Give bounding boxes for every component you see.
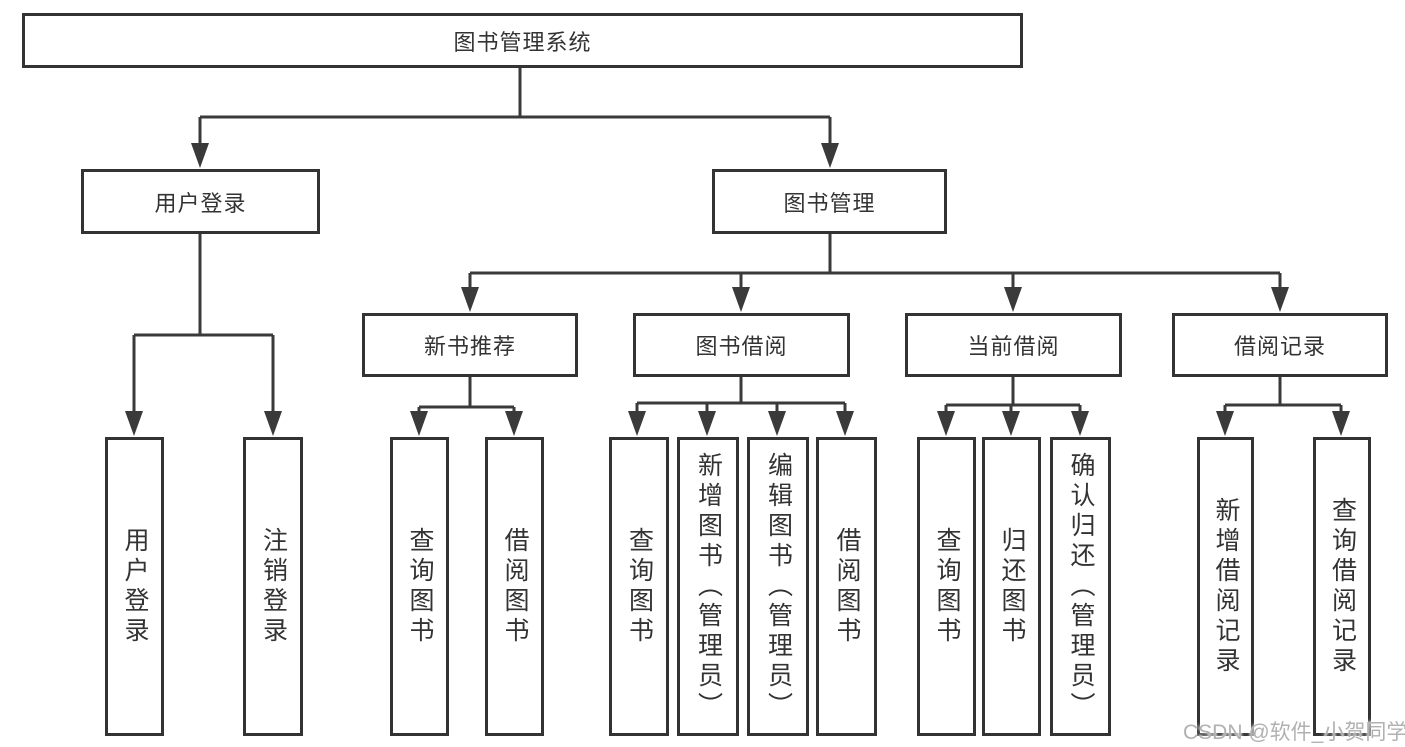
- node-borrow-records: 借阅记录: [1172, 313, 1388, 377]
- leaf-borrow-add-book-admin: 新增图书（管理员）: [677, 437, 739, 736]
- leaf-current-return-book: 归还图书: [982, 437, 1041, 736]
- leaf-records-add-record: 新增借阅记录: [1197, 437, 1254, 736]
- node-book-borrow: 图书借阅: [633, 313, 850, 377]
- node-library-management-system: 图书管理系统: [22, 13, 1023, 68]
- node-book-management: 图书管理: [712, 169, 947, 234]
- leaf-current-query-book: 查询图书: [917, 437, 976, 736]
- node-current-borrow: 当前借阅: [905, 313, 1122, 377]
- leaf-recommend-query-book: 查询图书: [390, 437, 449, 736]
- leaf-borrow-edit-book-admin: 编辑图书（管理员）: [747, 437, 809, 736]
- leaf-current-confirm-return-admin: 确认归还（管理员）: [1050, 437, 1111, 736]
- leaf-borrow-borrow-book: 借阅图书: [816, 437, 877, 736]
- node-new-book-recommend: 新书推荐: [362, 313, 578, 377]
- node-user-login: 用户登录: [81, 169, 320, 234]
- leaf-user-login: 用户登录: [105, 437, 164, 736]
- leaf-logout: 注销登录: [243, 437, 303, 736]
- leaf-recommend-borrow-book: 借阅图书: [485, 437, 544, 736]
- leaf-records-query-record: 查询借阅记录: [1313, 437, 1371, 736]
- leaf-borrow-query-book: 查询图书: [609, 437, 669, 736]
- csdn-watermark: CSDN @软件_小贺同学: [1183, 721, 1405, 744]
